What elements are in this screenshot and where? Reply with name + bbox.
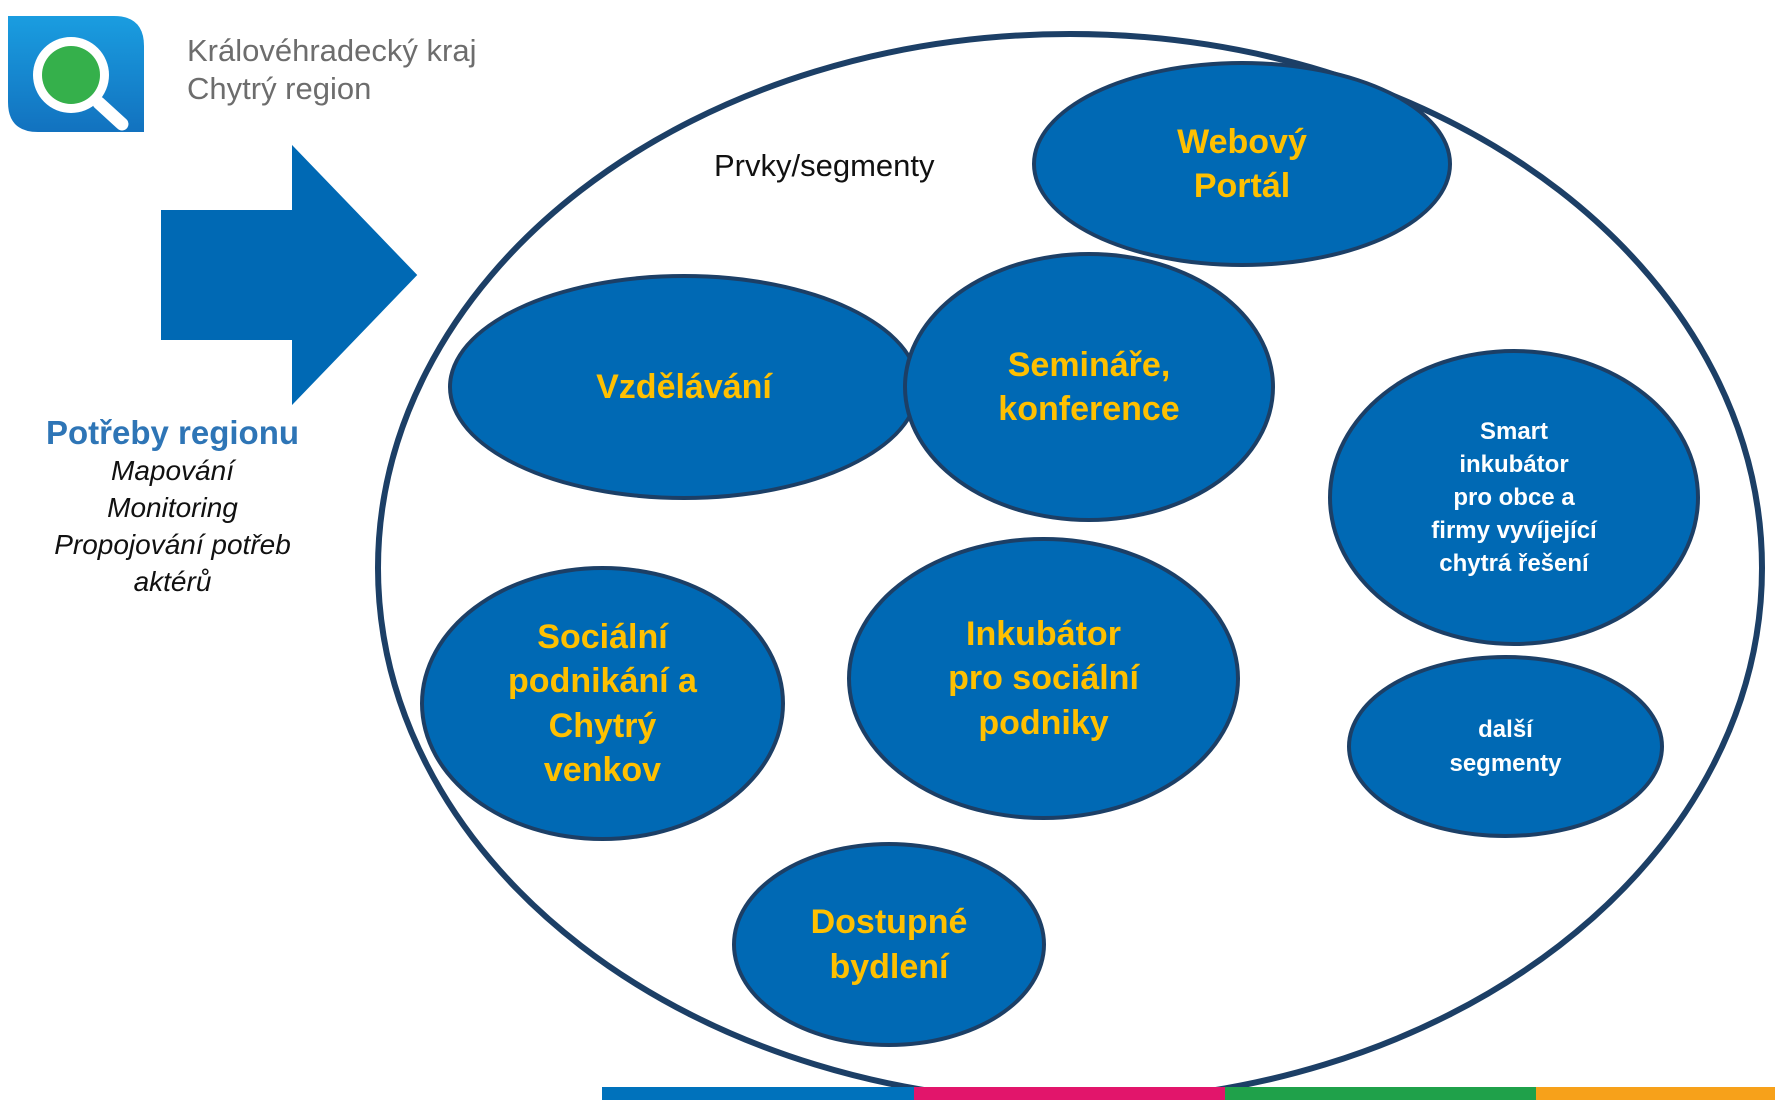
stripe-green — [1225, 1087, 1536, 1100]
logo-line1: Královéhradecký kraj — [187, 33, 477, 68]
magnifier-logo-icon — [8, 16, 144, 132]
container-label: Prvky/segmenty — [714, 148, 935, 183]
node-vzdelavani: Vzdělávání — [448, 274, 920, 500]
stripe-blue — [602, 1087, 914, 1100]
node-smart-inkubator: Smart inkubátor pro obce a firmy vyvíjej… — [1328, 349, 1700, 646]
node-socialni-podnikani: Sociální podnikání a Chytrý venkov — [420, 566, 785, 841]
arrow-right-icon — [157, 136, 423, 414]
needs-title: Potřeby regionu — [45, 414, 300, 451]
node-dostupne-bydleni: Dostupné bydlení — [732, 842, 1046, 1047]
segments-container-ellipse — [375, 31, 1765, 1100]
logo-text: Královéhradecký kraj Chytrý region — [187, 32, 476, 108]
node-inkubator-socialni: Inkubátor pro sociální podniky — [847, 537, 1240, 820]
logo-line2: Chytrý region — [187, 70, 372, 106]
stripe-orange — [1536, 1087, 1775, 1100]
needs-item-mapping: Mapování — [111, 455, 234, 487]
stripe-pink — [914, 1087, 1225, 1100]
node-dalsi-segmenty: další segmenty — [1347, 655, 1664, 838]
needs-item-monitoring: Monitoring — [107, 492, 238, 524]
node-seminare: Semináře, konference — [903, 252, 1275, 522]
node-webovy-portal: Webový Portál — [1032, 61, 1452, 267]
needs-item-actors: aktérů — [133, 566, 212, 598]
needs-item-connecting: Propojování potřeb — [54, 529, 291, 561]
region-needs: Potřeby regionu Mapování Monitoring Prop… — [0, 412, 345, 601]
